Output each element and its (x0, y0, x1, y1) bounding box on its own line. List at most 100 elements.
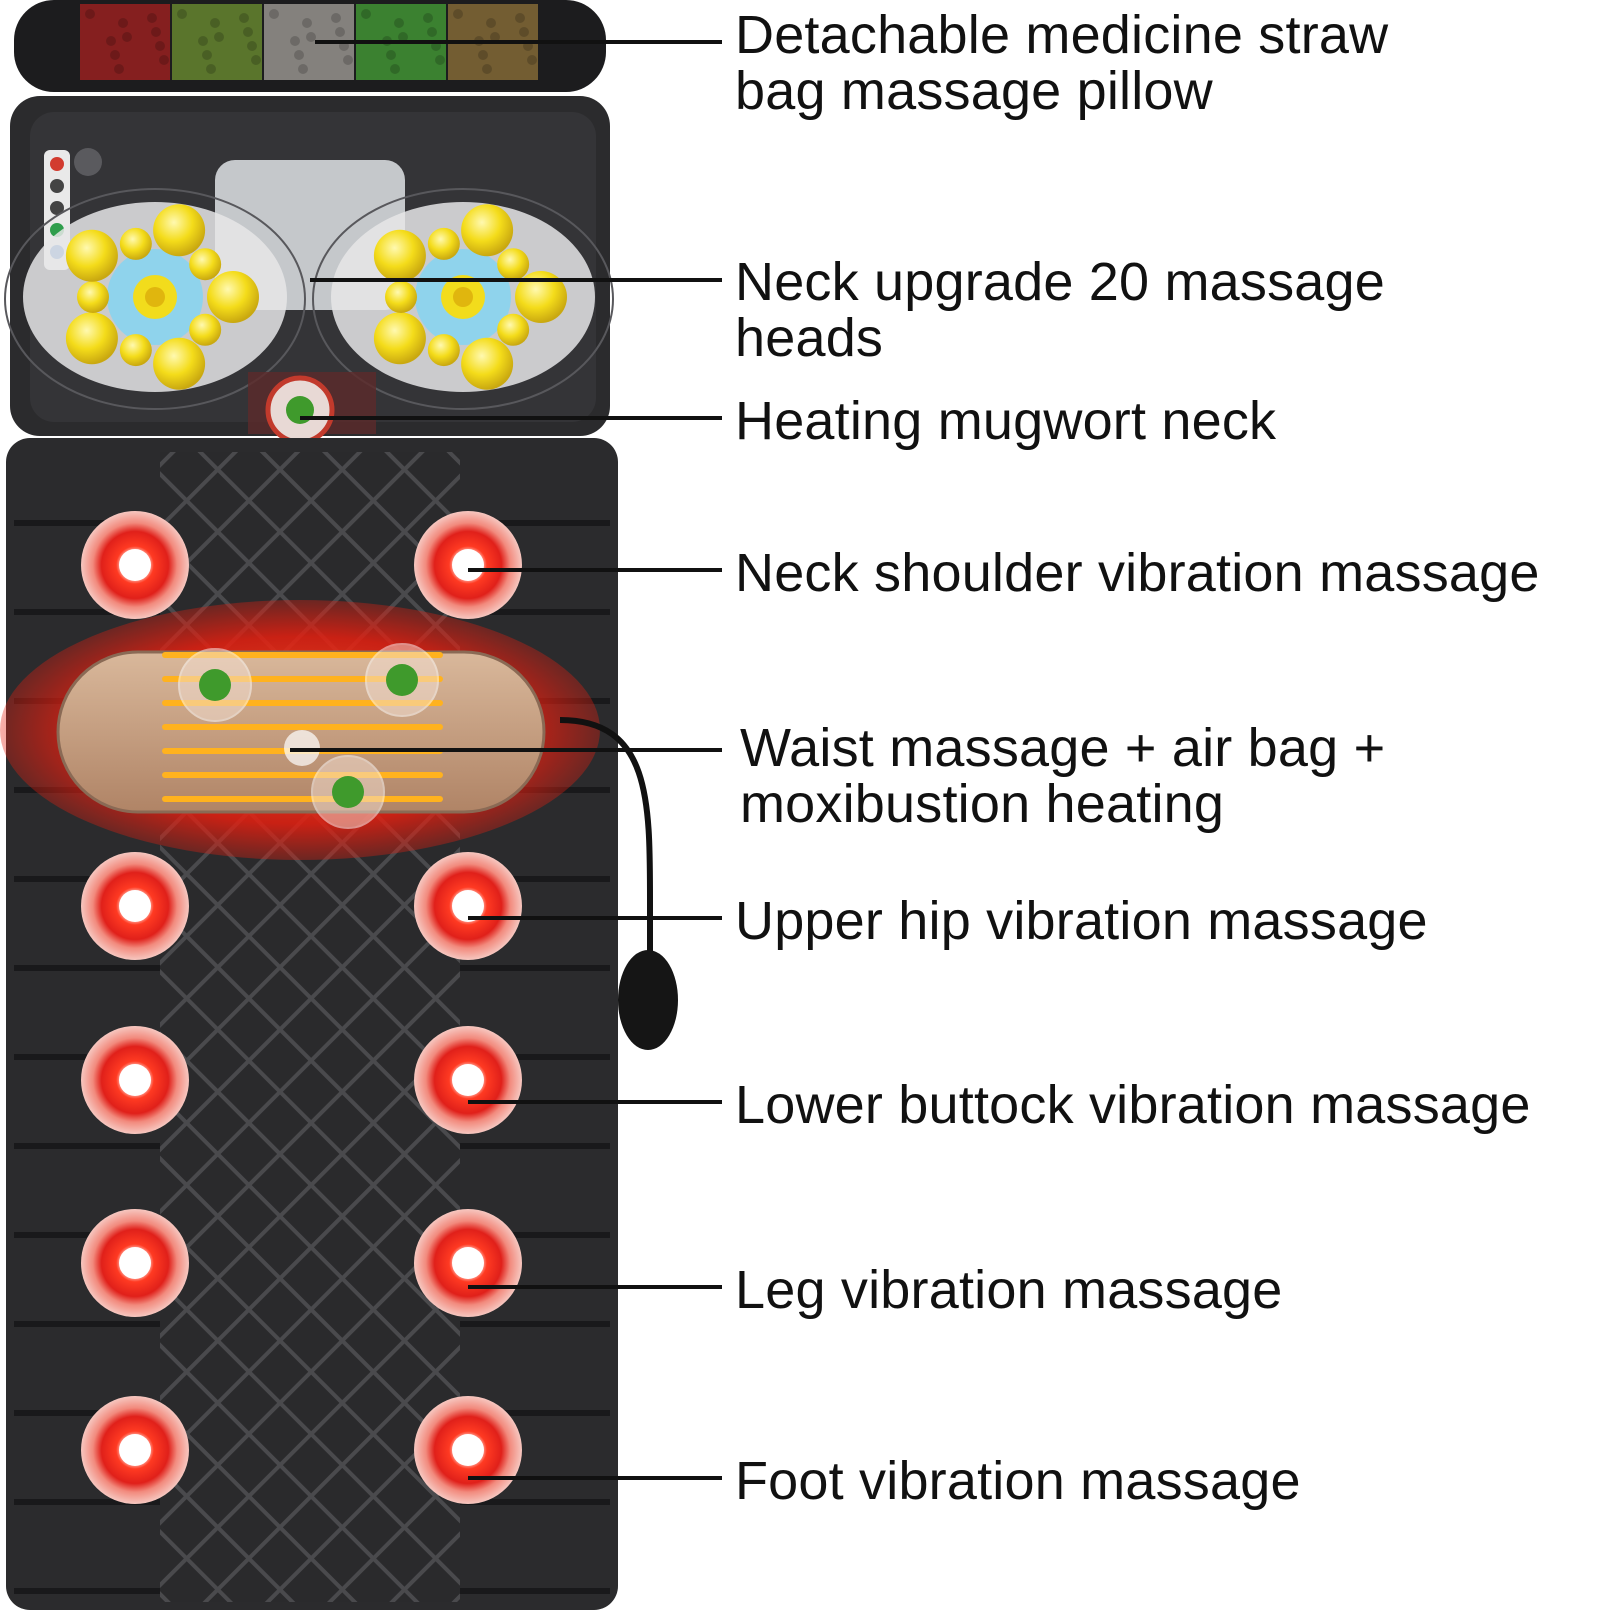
herb-texture (159, 55, 169, 65)
side-seam (460, 520, 610, 526)
callout-line: Heating mugwort neck (735, 391, 1277, 451)
heating-pad-icon (0, 600, 600, 860)
callout-line: Neck upgrade 20 massage (735, 252, 1385, 312)
node-center (452, 890, 484, 922)
herb-texture (398, 32, 408, 42)
node-center (119, 1247, 151, 1279)
motion-ring (312, 188, 614, 410)
massage-ball (461, 204, 514, 257)
callout-label-upper-hip: Upper hip vibration massage (735, 893, 1428, 949)
herb-leaf (199, 669, 231, 701)
herb-texture (198, 36, 208, 46)
herb-leaf (332, 776, 364, 808)
callout-label-lower-buttock: Lower buttock vibration massage (735, 1077, 1531, 1133)
callout-label-waist: Waist massage + air bag +moxibustion hea… (740, 720, 1385, 832)
vibration-node-icon (414, 852, 522, 960)
callout-label-leg: Leg vibration massage (735, 1262, 1283, 1318)
herb-texture (110, 50, 120, 60)
node-center (452, 1247, 484, 1279)
herb-texture (423, 13, 433, 23)
side-seam (460, 1410, 610, 1416)
herb-texture (390, 64, 400, 74)
massage-ball (65, 229, 118, 282)
massage-ball (461, 337, 514, 390)
herb-texture (114, 64, 124, 74)
side-seam (14, 520, 160, 526)
massage-ball (373, 229, 426, 282)
callout-line: bag massage pillow (735, 61, 1213, 121)
herb-pocket (172, 4, 262, 80)
vibration-node-icon (81, 1026, 189, 1134)
massage-ball (189, 248, 222, 281)
herb-texture (206, 64, 216, 74)
remote-button (50, 201, 64, 215)
herb-texture (386, 50, 396, 60)
neck-section (4, 96, 614, 445)
herb-texture (147, 13, 157, 23)
herb-texture (155, 41, 165, 51)
node-center (452, 1064, 484, 1096)
node-center (452, 1434, 484, 1466)
node-center (452, 549, 484, 581)
herb-texture (519, 27, 529, 37)
callout-line: Leg vibration massage (735, 1260, 1283, 1320)
herb-leaf (386, 664, 418, 696)
air-hose (559, 717, 653, 1010)
herb-texture (294, 50, 304, 60)
vibration-node-icon (81, 852, 189, 960)
callout-line: Detachable medicine straw (735, 5, 1389, 65)
air-pump-icon (618, 950, 678, 1050)
side-seam (460, 1588, 610, 1594)
callout-label-foot: Foot vibration massage (735, 1453, 1301, 1509)
massage-ball (153, 204, 206, 257)
vibration-node-icon (414, 1209, 522, 1317)
side-seam (14, 1143, 160, 1149)
side-seam (460, 1499, 610, 1505)
side-seam (460, 1143, 610, 1149)
herb-texture (151, 27, 161, 37)
massage-ball (427, 227, 460, 260)
remote-button (50, 157, 64, 171)
herb-pocket (80, 4, 170, 80)
herb-texture (243, 27, 253, 37)
vibration-node-icon (81, 1209, 189, 1317)
herb-texture (247, 41, 257, 51)
herb-texture (490, 32, 500, 42)
side-seam (14, 1499, 160, 1505)
herb-texture (210, 18, 220, 28)
vibration-node-icon (414, 511, 522, 619)
massage-ball (189, 313, 222, 346)
side-seam (460, 965, 610, 971)
node-center (119, 549, 151, 581)
callout-label-neck-shoulder: Neck shoulder vibration massage (735, 545, 1540, 601)
side-seam (14, 965, 160, 971)
side-seam (460, 1321, 610, 1327)
vibration-node-icon (81, 1396, 189, 1504)
herb-texture (177, 9, 187, 19)
massage-ball (427, 334, 460, 367)
massage-ball (497, 313, 530, 346)
herb-texture (361, 9, 371, 19)
head-core (145, 287, 165, 307)
herb-texture (202, 50, 212, 60)
node-center (119, 1434, 151, 1466)
herb-texture (251, 55, 261, 65)
herb-texture (298, 64, 308, 74)
herb-texture (331, 13, 341, 23)
callout-line: Lower buttock vibration massage (735, 1075, 1531, 1135)
vibration-node-icon (414, 1396, 522, 1504)
herb-texture (478, 50, 488, 60)
herb-texture (239, 13, 249, 23)
head-core (453, 287, 473, 307)
motion-ring (4, 188, 306, 410)
massage-ball (385, 281, 417, 313)
vibration-node-icon (414, 1026, 522, 1134)
callout-line: Upper hip vibration massage (735, 891, 1428, 951)
herb-texture (486, 18, 496, 28)
herb-texture (290, 36, 300, 46)
node-center (119, 890, 151, 922)
side-seam (460, 1232, 610, 1238)
side-seam (14, 609, 160, 615)
